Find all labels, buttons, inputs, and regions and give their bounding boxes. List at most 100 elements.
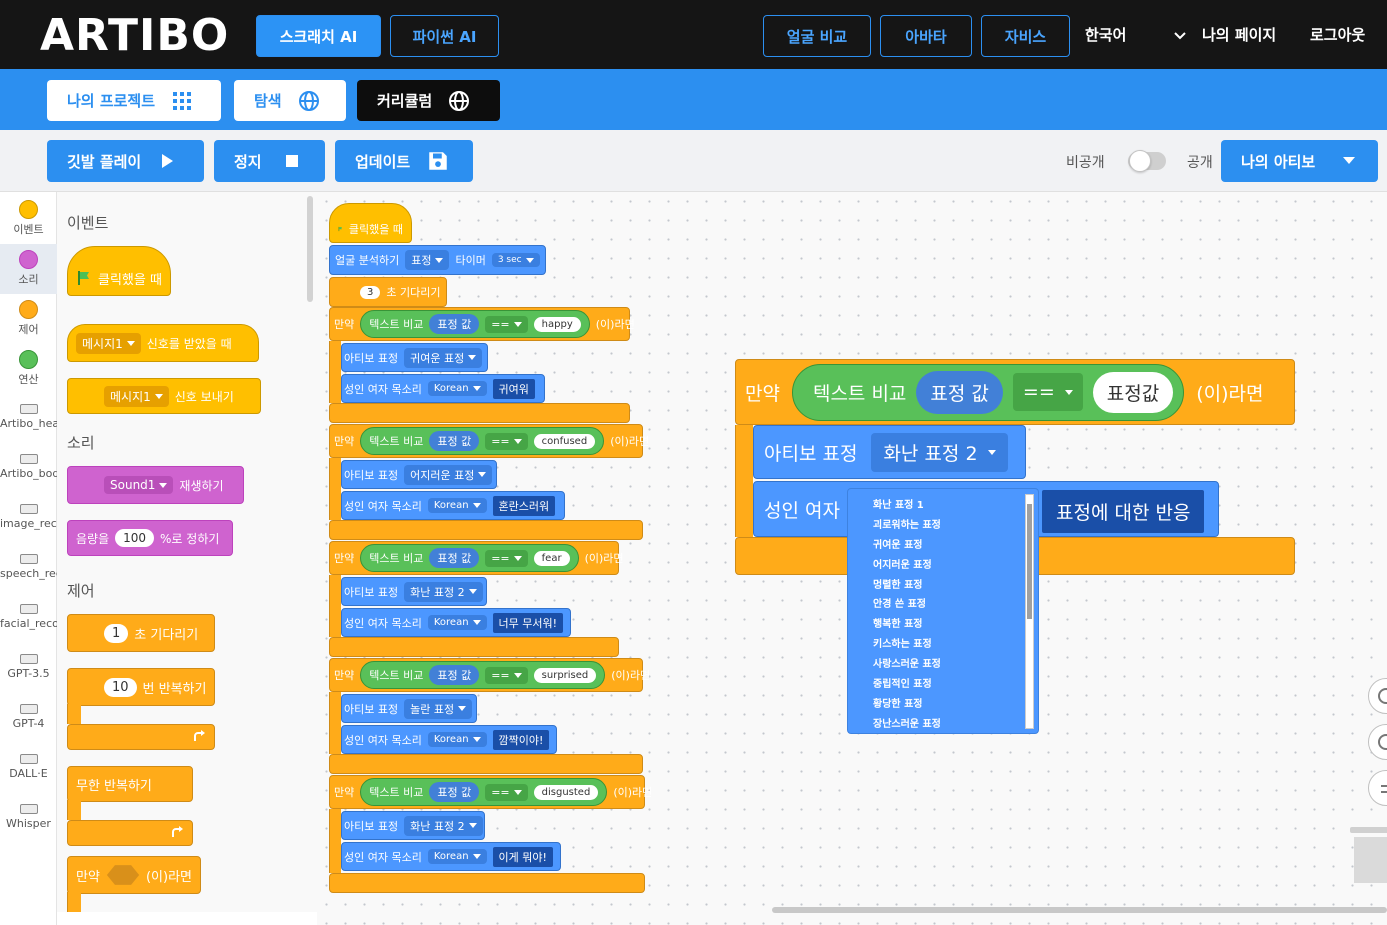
palette-scrollbar[interactable] (307, 196, 313, 302)
category-image-recog[interactable]: image_recog (0, 494, 57, 544)
condition-input[interactable]: disgusted (533, 784, 599, 800)
voice-text-input[interactable]: 깜짝이야! (492, 729, 550, 750)
timer-dropdown[interactable]: 3 sec (491, 253, 540, 267)
voice-block[interactable]: 성인 여자 목소리 Korean 이게 뭐야! (341, 842, 561, 871)
palette-if-block[interactable]: 만약 (이)라면 (67, 856, 201, 894)
big-compare-input[interactable]: 표정값 (1092, 371, 1174, 413)
logout-link[interactable]: 로그아웃 (1310, 26, 1366, 44)
category-whisper[interactable]: Whisper (0, 794, 57, 844)
voice-block[interactable]: 성인 여자 목소리 Korean 귀여워 (341, 374, 545, 403)
workspace-horizontal-scrollbar[interactable] (772, 907, 1387, 913)
sound-dropdown[interactable]: Sound1 (104, 476, 174, 494)
stop-button[interactable]: 정지 (214, 140, 325, 182)
message-dropdown[interactable]: 메시지1 (76, 332, 141, 354)
big-expr-dropdown[interactable]: 화난 표정 2 (871, 432, 1008, 472)
big-artibo-expr-block[interactable]: 아티보 표정 화난 표정 2 (753, 425, 1026, 479)
nav-scratch-ai-button[interactable]: 스크래치 AI (256, 15, 381, 57)
message-dropdown[interactable]: 메시지1 (104, 385, 169, 407)
voice-lang-dropdown[interactable]: Korean (427, 615, 487, 630)
big-reaction-input[interactable]: 표정에 대한 반응 (1042, 490, 1205, 533)
condition-input[interactable]: happy (533, 316, 581, 332)
zoom-out-button[interactable] (1368, 724, 1387, 760)
dropdown-option[interactable]: 행복한 표정 (873, 619, 923, 630)
palette-when-receive-block[interactable]: 메시지1 신호를 받았을 때 (67, 324, 259, 362)
dropdown-option[interactable]: 멍렬한 표정 (873, 580, 923, 591)
palette-set-volume-block[interactable]: 음량을 100 %로 정하기 (67, 520, 233, 556)
voice-text-input[interactable]: 너무 무서워! (492, 612, 564, 633)
dropdown-scrollbar[interactable] (1025, 494, 1034, 729)
if-block-surprised[interactable]: 만약 텍스트 비교 표정 값 == surprised (이)라면 (329, 658, 650, 692)
nav-avatar-button[interactable]: 아바타 (880, 15, 972, 57)
category-speech-recog[interactable]: speech_recog (0, 544, 57, 594)
zoom-in-button[interactable] (1368, 678, 1387, 714)
category-control[interactable]: 제어 (0, 294, 57, 344)
expr-value-reporter[interactable]: 표정 값 (429, 431, 480, 451)
expr-dropdown[interactable]: 귀여운 표정 (404, 347, 483, 368)
if-block-disgusted[interactable]: 만약 텍스트 비교 표정 값 == disgusted (이)라면 (329, 775, 652, 809)
expr-value-reporter[interactable]: 표정 값 (429, 665, 480, 685)
my-projects-button[interactable]: 나의 프로젝트 (47, 80, 221, 121)
operator-dropdown[interactable]: == (485, 666, 528, 684)
voice-lang-dropdown[interactable]: Korean (427, 732, 487, 747)
face-mode-dropdown[interactable]: 표정 (405, 250, 450, 270)
voice-text-input[interactable]: 혼란스러워 (492, 495, 556, 516)
dropdown-option[interactable]: 괴로워하는 표정 (873, 520, 941, 531)
trash-icon[interactable] (1348, 825, 1387, 885)
expression-dropdown-menu[interactable]: 화난 표정 1 괴로워하는 표정 귀여운 표정 어지러운 표정 멍렬한 표정 안… (847, 488, 1039, 734)
curriculum-button[interactable]: 커리큘럼 (357, 80, 500, 121)
dropdown-scroll-thumb[interactable] (1027, 504, 1032, 619)
big-text-compare-block[interactable]: 텍스트 비교 표정 값 == 표정값 (791, 363, 1185, 421)
category-facial-recog[interactable]: facial_recog (0, 594, 57, 644)
nav-python-ai-button[interactable]: 파이썬 AI (390, 15, 499, 57)
category-dalle[interactable]: DALL·E (0, 744, 57, 794)
category-operators[interactable]: 연산 (0, 344, 57, 394)
palette-play-sound-block[interactable]: Sound1 재생하기 (67, 466, 244, 504)
script-wait-block[interactable]: 3 초 기다리기 (329, 277, 447, 307)
dropdown-option[interactable]: 키스하는 표정 (873, 639, 932, 650)
visibility-toggle[interactable] (1128, 150, 1166, 172)
voice-block[interactable]: 성인 여자 목소리 Korean 깜짝이야! (341, 725, 557, 754)
artibo-expr-block[interactable]: 아티보 표정 놀란 표정 (341, 694, 477, 723)
voice-text-input[interactable]: 귀여워 (492, 378, 535, 399)
condition-input[interactable]: surprised (533, 667, 597, 683)
wait-input[interactable]: 1 (104, 623, 129, 643)
dropdown-option[interactable]: 화난 표정 1 (873, 500, 924, 511)
text-compare-block[interactable]: 텍스트 비교 표정 값 == confused (360, 427, 605, 455)
palette-when-clicked-block[interactable]: 클릭했을 때 (67, 246, 171, 296)
if-block-happy[interactable]: 만약 텍스트 비교 표정 값 == happy (이)라면 (329, 307, 635, 341)
if-block-confused[interactable]: 만약 텍스트 비교 표정 값 == confused (이)라면 (329, 424, 649, 458)
big-expr-value-reporter[interactable]: 표정 값 (916, 370, 1003, 414)
zoom-reset-button[interactable] (1368, 770, 1387, 806)
expr-dropdown[interactable]: 어지러운 표정 (404, 464, 493, 485)
artibo-expr-block[interactable]: 아티보 표정 어지러운 표정 (341, 460, 497, 489)
artibo-expr-block[interactable]: 아티보 표정 화난 표정 2 (341, 811, 485, 840)
big-operator-dropdown[interactable]: == (1012, 373, 1083, 411)
operator-dropdown[interactable]: == (485, 315, 528, 333)
update-button[interactable]: 업데이트 (335, 140, 473, 182)
if-block-fear[interactable]: 만약 텍스트 비교 표정 값 == fear (이)라면 (329, 541, 624, 575)
big-if-header[interactable]: 만약 텍스트 비교 표정 값 == 표정값 (이)라면 (735, 359, 1295, 425)
nav-face-compare-button[interactable]: 얼굴 비교 (763, 15, 871, 57)
dropdown-option[interactable]: 황당한 표정 (873, 699, 923, 710)
palette-forever-block[interactable]: 무한 반복하기 (67, 766, 193, 802)
palette-wait-block[interactable]: 1 초 기다리기 (67, 614, 215, 652)
voice-lang-dropdown[interactable]: Korean (427, 498, 487, 513)
expr-value-reporter[interactable]: 표정 값 (429, 782, 480, 802)
face-analyze-block[interactable]: 얼굴 분석하기 표정 타이머 3 sec (329, 245, 546, 275)
operator-dropdown[interactable]: == (485, 783, 528, 801)
category-artibo-body[interactable]: Artibo_body (0, 444, 57, 494)
voice-block[interactable]: 성인 여자 목소리 Korean 너무 무서워! (341, 608, 571, 637)
expr-value-reporter[interactable]: 표정 값 (429, 548, 480, 568)
dropdown-option[interactable]: 귀여운 표정 (873, 540, 923, 551)
palette-repeat-block[interactable]: 10 번 반복하기 (67, 668, 215, 706)
expr-dropdown[interactable]: 화난 표정 2 (404, 581, 483, 602)
artibo-expr-block[interactable]: 아티보 표정 귀여운 표정 (341, 343, 488, 372)
my-artibo-dropdown[interactable]: 나의 아티보 (1221, 140, 1378, 182)
artibo-expr-block[interactable]: 아티보 표정 화난 표정 2 (341, 577, 487, 606)
category-artibo-head[interactable]: Artibo_head (0, 394, 57, 444)
expr-value-reporter[interactable]: 표정 값 (429, 314, 480, 334)
condition-input[interactable]: confused (533, 433, 596, 449)
brand-logo[interactable]: ARTIBO (40, 10, 230, 61)
dropdown-option[interactable]: 어지러운 표정 (873, 560, 932, 571)
dropdown-option[interactable]: 안경 쓴 표정 (873, 599, 926, 610)
